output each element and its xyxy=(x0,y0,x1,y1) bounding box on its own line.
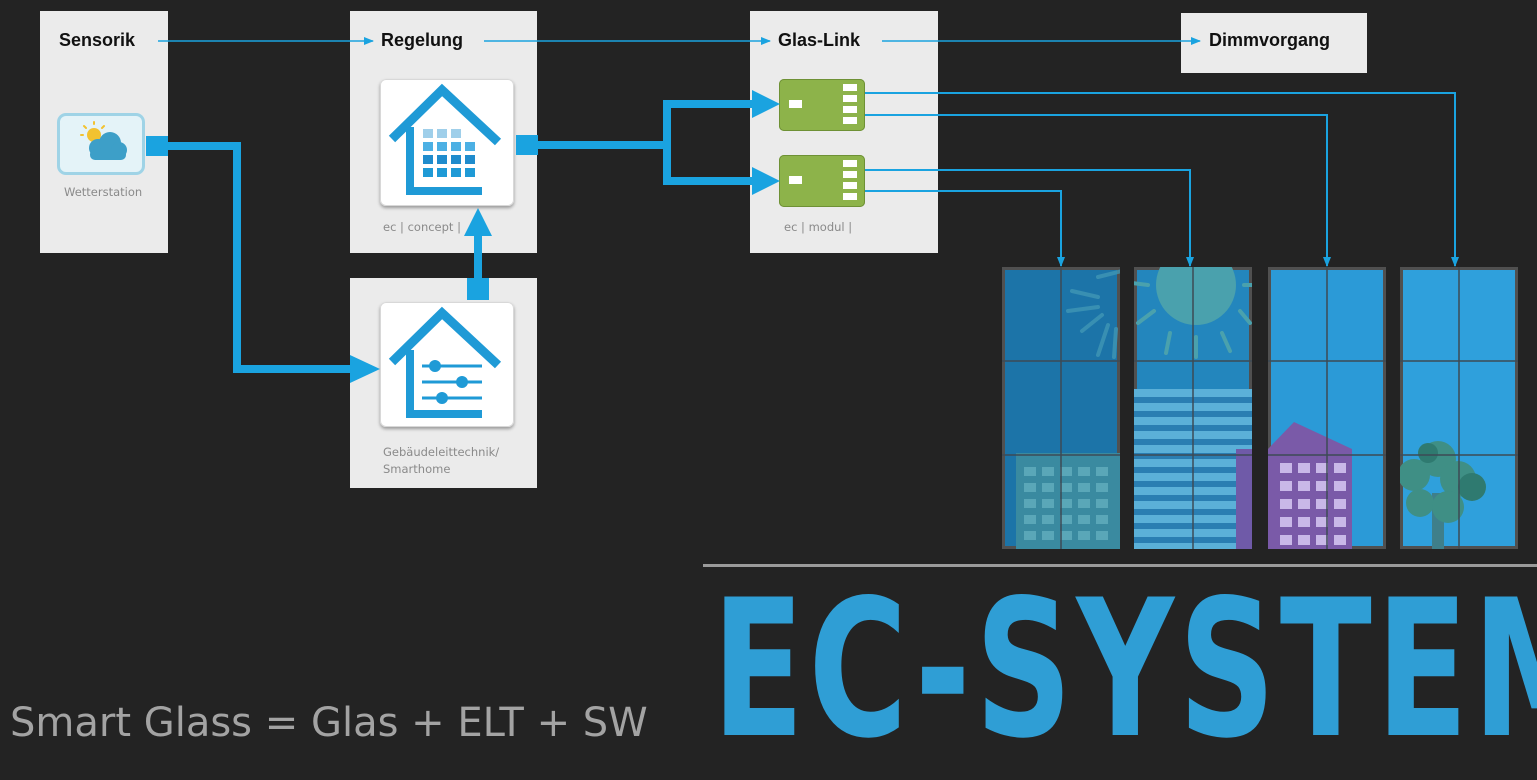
smart-glass-formula: Smart Glass = Glas + ELT + SW xyxy=(10,700,648,746)
window-pane-dark xyxy=(1134,267,1252,549)
dimmvorgang-panel xyxy=(1181,13,1367,73)
control-bus-arrowheads xyxy=(350,90,780,383)
stage-title-regelung: Regelung xyxy=(381,30,464,50)
caption-ec-concept: ec | concept | xyxy=(383,220,461,234)
house-sliders-icon xyxy=(388,306,502,418)
connector-ports xyxy=(146,135,538,300)
ec-system-title: EC-SYSTEM xyxy=(712,559,1537,780)
window-pane-light xyxy=(1268,267,1386,549)
caption-wetterstation: Wetterstation xyxy=(64,185,143,199)
footer-divider xyxy=(703,564,1537,567)
glas-link-panel xyxy=(750,11,938,253)
ec-module-icon xyxy=(779,79,865,131)
ec-module-icon xyxy=(779,155,865,207)
module-to-window-lines xyxy=(865,92,1459,267)
ec-concept-tile xyxy=(380,79,514,206)
stage-title-dimmvorgang: Dimmvorgang xyxy=(1209,30,1331,50)
control-bus-lines xyxy=(167,100,754,373)
weather-station-icon xyxy=(57,113,145,175)
stage-title-glas-link: Glas-Link xyxy=(778,30,861,50)
caption-gebaeudeleittechnik: Gebäudeleittechnik/ Smarthome xyxy=(383,444,499,478)
house-grid-icon xyxy=(388,83,502,195)
caption-gebaeudeleittechnik-line1: Gebäudeleittechnik/ xyxy=(383,445,500,459)
smarthome-tile xyxy=(380,302,514,427)
window-pane-clear xyxy=(1400,267,1518,549)
caption-gebaeudeleittechnik-line2: Smarthome xyxy=(383,462,451,476)
stage-title-sensorik: Sensorik xyxy=(59,30,136,50)
window-pane-darkest xyxy=(1002,267,1120,549)
caption-ec-modul: ec | modul | xyxy=(784,220,853,234)
